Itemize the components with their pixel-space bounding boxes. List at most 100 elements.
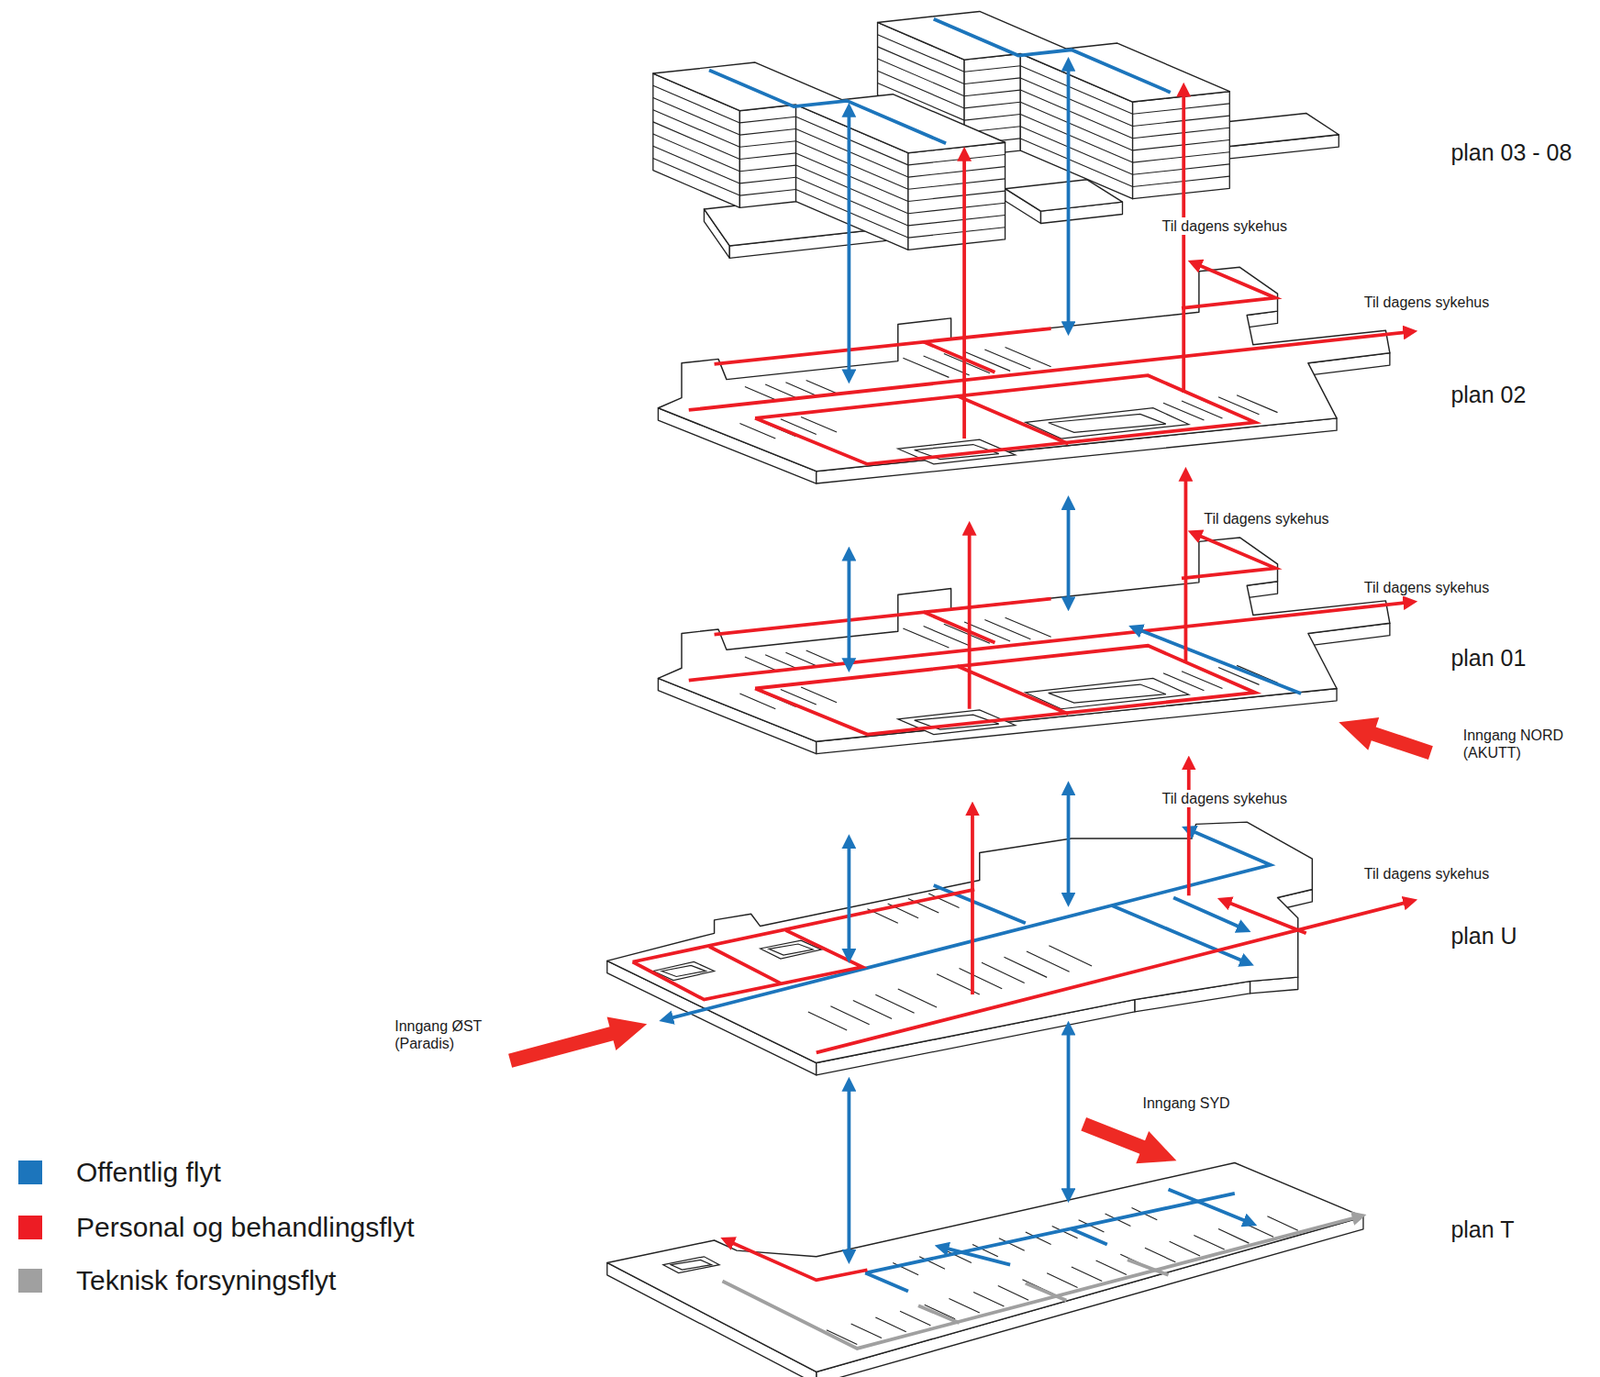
floor-line [877, 58, 966, 97]
room-line [1243, 1222, 1274, 1238]
floor-line [796, 165, 909, 214]
destination-label: Til dagens sykehus [1362, 865, 1491, 883]
floor-line [739, 116, 796, 123]
room-line [785, 382, 816, 396]
staff-flow [1181, 532, 1276, 578]
room-line [800, 687, 837, 703]
staff-flow [967, 525, 972, 710]
floor-line [1133, 127, 1231, 138]
staff-flow [970, 805, 975, 995]
floor-line [908, 227, 1006, 238]
floor-line [796, 141, 909, 190]
floor-line [908, 178, 1006, 189]
room-line [808, 1011, 847, 1031]
room-line [1071, 1266, 1102, 1282]
floor-line [653, 145, 741, 184]
slab-top [607, 1163, 1364, 1373]
floor-line [908, 154, 1006, 165]
room-line [806, 379, 837, 393]
room-line [1163, 673, 1204, 691]
room-line [1048, 945, 1092, 967]
room-line [944, 623, 990, 644]
light-well-inner [671, 1259, 712, 1270]
floor-line [1133, 164, 1231, 175]
room-line [1005, 347, 1052, 367]
slab-side [908, 142, 1006, 250]
entrance-label: Inngang NORD (AKUTT) [1461, 726, 1580, 762]
room-line [785, 652, 816, 666]
light-well-inner [1048, 413, 1167, 433]
floor-line [908, 166, 1006, 178]
floor-line [739, 189, 796, 197]
room-line [875, 1317, 906, 1333]
staff-flow [688, 601, 1414, 681]
light-well-inner [768, 944, 813, 956]
public-flow [1066, 1024, 1071, 1199]
destination-label: Til dagens sykehus [1160, 789, 1289, 808]
room-line [1169, 1241, 1200, 1256]
public-flow [865, 1273, 909, 1292]
entrance-arrow [508, 1016, 647, 1067]
technical-flow [1025, 1283, 1067, 1301]
staff-flow [816, 900, 1414, 1054]
public-flow [933, 19, 1171, 93]
room-line [948, 1298, 979, 1313]
room-line [806, 650, 837, 664]
destination-label: Til dagens sykehus [1362, 578, 1491, 597]
public-flow [933, 885, 1026, 923]
floor-label: plan 03 - 08 [1448, 138, 1574, 167]
public-flow [846, 107, 851, 380]
room-line [830, 1006, 869, 1025]
room-line [959, 968, 1003, 989]
room-line [944, 354, 990, 374]
room-line [902, 357, 949, 378]
legend-text: Personal og behandlingsflyt [76, 1211, 415, 1245]
floor-plate [607, 822, 1313, 1076]
room-line [981, 962, 1025, 983]
staff-flow [962, 151, 967, 440]
floor-line [964, 89, 1021, 97]
staff-flow [923, 341, 996, 372]
floor-line [908, 214, 1006, 225]
entrance-arrow [1080, 1117, 1177, 1164]
floor-line [1133, 152, 1231, 163]
public-flow [1066, 785, 1071, 903]
entrance-arrow [1338, 717, 1434, 760]
slab-side [1133, 91, 1231, 200]
floor-line [739, 153, 796, 160]
public-flow [1111, 905, 1250, 964]
public-flow [709, 69, 946, 144]
technical-flow [1127, 1259, 1168, 1276]
public-flow [1071, 1229, 1108, 1245]
staff-flow [633, 889, 976, 963]
room-line [1003, 956, 1047, 978]
legend-swatch [18, 1160, 43, 1185]
room-line [765, 384, 796, 398]
room-line [765, 655, 796, 668]
public-flow [846, 838, 851, 959]
floor-line [796, 153, 909, 202]
legend-text: Offentlig flyt [76, 1155, 222, 1189]
light-well-inner [1048, 684, 1167, 703]
legend-row: Teknisk forsyningsflyt [18, 1263, 336, 1299]
room-line [800, 416, 837, 433]
staff-flow [956, 395, 1068, 444]
room-line [1144, 1247, 1176, 1263]
room-line [875, 994, 914, 1013]
light-well [663, 1256, 720, 1274]
staff-flow [1184, 471, 1189, 664]
room-line [1163, 402, 1204, 421]
public-flow [1066, 500, 1071, 608]
staff-flow [714, 328, 1052, 365]
floor-line [908, 190, 1006, 201]
floor-line [964, 114, 1021, 122]
room-line [1046, 1273, 1078, 1289]
floor-label: plan 02 [1448, 380, 1528, 409]
public-flow [1066, 61, 1071, 333]
room-line [984, 620, 1031, 640]
floor-line [653, 157, 741, 196]
technical-flow [918, 1305, 959, 1323]
room-line [898, 988, 937, 1008]
slab-top [877, 11, 1231, 102]
legend-row: Personal og behandlingsflyt [18, 1210, 415, 1245]
